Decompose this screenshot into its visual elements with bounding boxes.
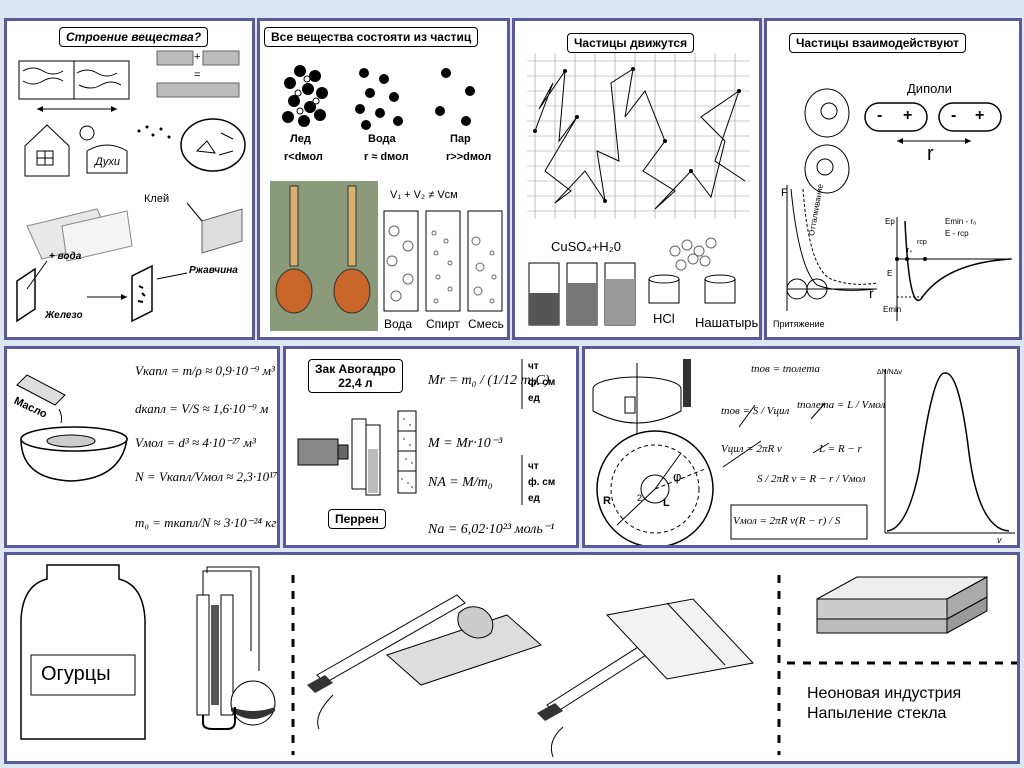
force-axis-label: F — [781, 187, 788, 199]
avogadro-title-line2: 22,4 л — [338, 376, 373, 390]
applications-illustrations — [20, 564, 1017, 758]
e-label: E — [887, 269, 893, 278]
perfume-label: Духи — [95, 156, 120, 168]
slit-2-label: 2 — [637, 493, 643, 503]
dipole2-plus: + — [975, 107, 985, 124]
water-label: Вода — [368, 133, 396, 145]
cucumbers-label: Огурцы — [41, 663, 111, 685]
panel-title: Все вещества состояти из частиц — [264, 27, 479, 47]
water-label: + вода — [49, 251, 82, 262]
rust-label: Ржавчина — [189, 265, 238, 276]
perrin-label: Перрен — [328, 509, 386, 529]
avogadro-title: Зак Авогадро 22,4 л — [308, 359, 403, 393]
formula-molecule-volume: Vмол = d³ ≈ 4·10⁻²⁷ м³ — [135, 435, 256, 450]
unit-label: ед — [528, 493, 540, 504]
dipole1-minus: - — [877, 107, 883, 124]
water-distance: r ≈ dмол — [364, 151, 409, 163]
hcl-label: HCl — [653, 311, 675, 326]
plus-sign: + — [194, 51, 201, 63]
particles-illustrations — [270, 65, 503, 331]
panel-particles: Все вещества состояти из частиц Лед Во — [257, 18, 510, 340]
avogadro-title-line1: Зак Авогадро — [315, 362, 396, 376]
graph-r-axis-label: r — [869, 285, 874, 301]
distance-r-label: r — [927, 143, 934, 165]
steam-distance: r>>dмол — [446, 151, 492, 163]
panel-structure: Строение вещества? — [4, 18, 255, 340]
formula-avogadro-number: Na = 6,02·10²³ моль⁻¹ — [428, 522, 555, 537]
formula-drop-volume: Vкапл = m/ρ ≈ 0,9·10⁻⁹ м³ — [135, 363, 275, 378]
panel-interaction: Частицы взаимодействуют Диполи - + - + r… — [764, 18, 1022, 340]
dipole1-plus: + — [903, 107, 913, 124]
formula-rotation-time: tпов = S / Vцил — [721, 405, 790, 417]
neon-industry-label: Неоновая индустрия — [807, 685, 962, 702]
formula-molar-mass: M = Mr·10⁻³ — [428, 436, 503, 451]
formula-molecule-speed: Vмол = 2πR ν(R − r) / S — [733, 515, 841, 527]
panel-stern-experiment: R L 2 φ tпов = tполета tпов = S / Vцил t… — [582, 346, 1020, 548]
formula-drop-thickness: dкапл = V/S ≈ 1,6·10⁻⁹ м — [135, 401, 269, 416]
oil-drop-illustration — [16, 374, 128, 482]
emin-r0-label: Emin - r₀ — [945, 217, 977, 226]
cylinder-alcohol-label: Спирт — [426, 317, 460, 331]
ice-label: Лед — [290, 133, 311, 145]
volume-equation: V₁ + V₂ ≠ Vсм — [390, 189, 458, 201]
panel-title: Частицы движутся — [567, 33, 695, 53]
cylinder-water-label: Вода — [384, 317, 413, 331]
panel-title: Строение вещества? — [59, 27, 209, 47]
ammonia-label: Нашатырь — [695, 315, 759, 330]
unit-label: ф. см — [528, 377, 556, 388]
rcp-label: rср — [917, 239, 927, 246]
interaction-illustrations — [786, 88, 1012, 321]
cylinder-mix-label: Смесь — [468, 317, 504, 331]
formula-path-length: L = R − r — [819, 443, 862, 455]
unit-label: ф. см — [528, 477, 556, 488]
structure-illustrations — [16, 50, 246, 323]
radius-R-label: R — [603, 495, 611, 507]
formula-avogadro: NA = M/m₀ — [428, 475, 493, 490]
formula-flight-time: tполета = L / Vмол — [797, 399, 886, 411]
emin-label: Emin — [883, 305, 902, 314]
panel-applications: Огурцы Неоновая индустрия Напыление стек… — [4, 552, 1020, 764]
ice-distance: r<dмол — [284, 151, 323, 163]
formula-cylinder-speed: Vцил = 2πR ν — [721, 443, 782, 455]
attraction-label: Притяжение — [773, 319, 825, 329]
unit-label: чт — [528, 461, 539, 472]
formula-molecule-mass: m₀ = mкапл/N ≈ 3·10⁻²⁴ кг — [135, 515, 277, 530]
formula-molecule-count: N = Vкапл/Vмол ≈ 2,3·10¹⁷ — [135, 469, 278, 484]
distribution-y-axis-label: ΔN/NΔν — [877, 369, 902, 376]
ep-axis-label: Eр — [885, 217, 895, 226]
brownian-motion — [527, 53, 750, 326]
formula-relative-mass: Mr = m₀ / (1/12 m₀C) — [428, 373, 550, 388]
e-rcp-label: E - rср — [945, 229, 969, 238]
equals-sign: = — [194, 69, 201, 81]
iron-label: Железо — [45, 310, 83, 321]
steam-label: Пар — [450, 133, 471, 145]
unit-label: чт — [528, 361, 539, 372]
unit-label: ед — [528, 393, 540, 404]
distribution-x-axis-label: v — [997, 535, 1002, 545]
panel-title: Частицы взаимодействуют — [789, 33, 966, 53]
formula-time-equality: tпов = tполета — [751, 363, 820, 375]
dipoles-label: Диполи — [907, 81, 952, 96]
panel-avogadro: Зак Авогадро 22,4 л Перрен Mr = m₀ / (1/… — [283, 346, 579, 548]
cuso4-label: CuSO₄+H₂0 — [551, 239, 621, 254]
panel-oil-drop: Масло Vкапл = m/ρ ≈ 0,9·10⁻⁹ м³ dкапл = … — [4, 346, 280, 548]
r0-label: r₀ — [907, 247, 913, 254]
stern-apparatus — [592, 359, 1015, 545]
glue-label: Клей — [144, 193, 170, 205]
dipole2-minus: - — [951, 107, 957, 124]
panel-motion: Частицы движутся CuSO₄+H₂0 HCl Нашатырь — [512, 18, 762, 340]
perrin-apparatus — [297, 359, 523, 505]
formula-equation: S / 2πR ν = R − r / Vмол — [757, 473, 866, 485]
phi-label: φ — [673, 469, 682, 484]
length-L-label: L — [663, 497, 670, 509]
glass-coating-label: Напыление стекла — [807, 705, 947, 722]
